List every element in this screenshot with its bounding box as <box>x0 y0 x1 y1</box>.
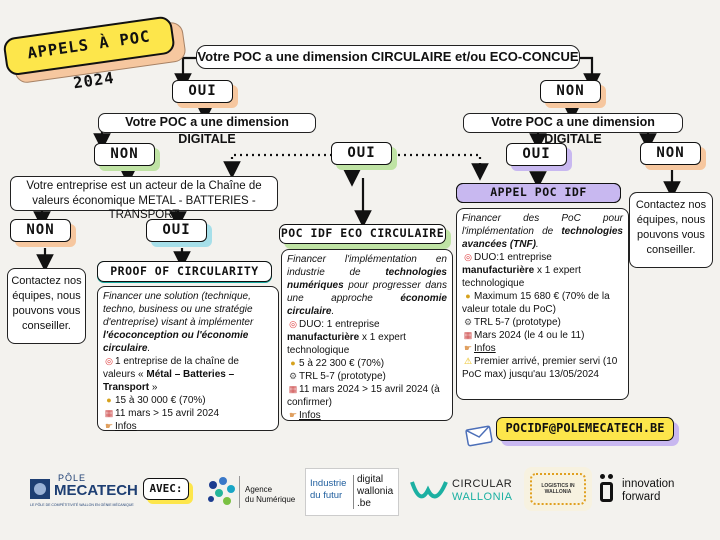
target-icon: ◎ <box>289 319 297 329</box>
calendar-icon: ▦ <box>288 384 298 394</box>
pointing-hand-icon: ☛ <box>463 343 473 353</box>
non-tag-right-digital: NON <box>640 142 706 170</box>
non-tag-chain: NON <box>10 219 76 247</box>
gear-icon: ⚙ <box>288 371 298 381</box>
gear-icon: ⚙ <box>463 317 473 327</box>
envelope-icon <box>465 425 494 447</box>
digital-question-right: Votre POC a une dimension DIGITALE <box>463 113 683 146</box>
warning-icon: ⚠ <box>463 356 473 366</box>
agence-numerique-logo: Agence du Numérique <box>203 473 295 513</box>
email-text: POCIDF@POLEMECATECH.BE <box>505 421 665 435</box>
non-tag-main: NON <box>540 80 606 108</box>
idf-header: APPEL POC IDF <box>456 183 626 208</box>
eco-header: POC IDF ECO CIRCULAIRE <box>279 224 451 249</box>
money-bag-icon: ● <box>465 291 471 301</box>
proof-card: Financer une solution (technique, techno… <box>97 286 279 432</box>
contact-text-right: Contactez nos équipes, nous pouvons vous… <box>635 199 707 256</box>
pointing-hand-icon: ☛ <box>104 421 114 431</box>
digital-wallonia-logo: Industrie du futur digital wallonia .be <box>305 468 399 516</box>
target-icon: ◎ <box>464 252 472 262</box>
calendar-icon: ▦ <box>104 408 114 418</box>
innovation-forward-logo: innovation forward <box>600 472 700 508</box>
money-bag-icon: ● <box>290 358 296 368</box>
logistics-wallonia-logo: LOGISTICS IN WALLONIA <box>524 467 592 511</box>
calendar-icon: ▦ <box>463 330 473 340</box>
email-badge[interactable]: POCIDF@POLEMECATECH.BE <box>496 417 680 447</box>
avec-badge: AVEC: <box>143 478 193 504</box>
oui-tag-chain: OUI <box>146 219 212 247</box>
eco-card: Financer l'implémentation en industrie d… <box>281 249 453 421</box>
proof-info-link[interactable]: Infos <box>115 421 137 432</box>
circular-wallonia-logo: CIRCULAR WALLONIA <box>410 476 520 508</box>
contact-box-right: Contactez nos équipes, nous pouvons vous… <box>629 192 713 268</box>
root-question: Votre POC a une dimension CIRCULAIRE et/… <box>196 45 580 69</box>
chain-question: Votre entreprise est un acteur de la Cha… <box>10 176 278 221</box>
digital-question-left: Votre POC a une dimension DIGITALE <box>98 113 316 146</box>
oui-tag-left-digital: OUI <box>331 142 397 170</box>
idf-card: Financer des PoC pour l'implémentation d… <box>456 208 629 400</box>
contact-text-left: Contactez nos équipes, nous pouvons vous… <box>11 275 82 332</box>
eco-info-link[interactable]: Infos <box>299 410 321 421</box>
oui-tag-right-digital: OUI <box>506 143 572 171</box>
target-icon: ◎ <box>105 356 113 366</box>
pointing-hand-icon: ☛ <box>288 410 298 420</box>
money-bag-icon: ● <box>106 395 112 405</box>
contact-box-left: Contactez nos équipes, nous pouvons vous… <box>7 268 86 344</box>
proof-header: PROOF OF CIRCULARITY <box>97 261 277 287</box>
oui-tag-main: OUI <box>172 80 238 108</box>
non-tag-left-digital: NON <box>94 143 160 171</box>
pole-mecatech-logo: PÔLE MECATECH LE PÔLE DE COMPÉTITIVITÉ W… <box>30 473 138 507</box>
idf-info-link[interactable]: Infos <box>474 343 496 354</box>
